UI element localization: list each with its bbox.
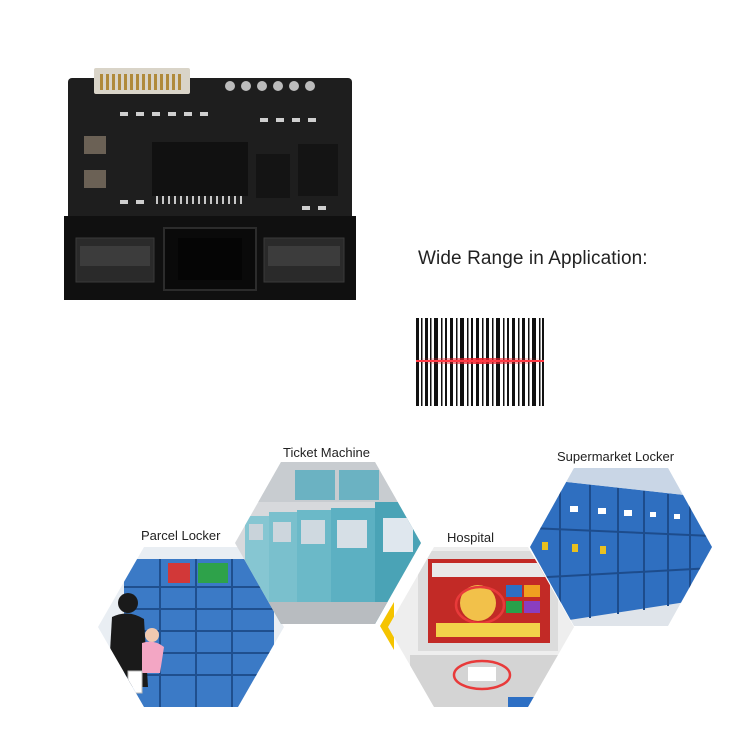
hospital-kiosk-photo: [388, 547, 574, 707]
barcode-scan-icon: [416, 318, 544, 406]
barcode-scanner-module-image: [64, 68, 356, 300]
yellow-accent-left: [380, 602, 394, 650]
ticket-machine-photo: [235, 462, 421, 624]
label-hospital: Hospital: [447, 530, 494, 545]
section-heading: Wide Range in Application:: [418, 248, 648, 269]
label-supermarket-locker: Supermarket Locker: [557, 449, 675, 464]
supermarket-locker-photo: [530, 468, 712, 626]
label-parcel-locker: Parcel Locker: [141, 528, 221, 543]
label-ticket-machine: Ticket Machine: [283, 445, 370, 460]
